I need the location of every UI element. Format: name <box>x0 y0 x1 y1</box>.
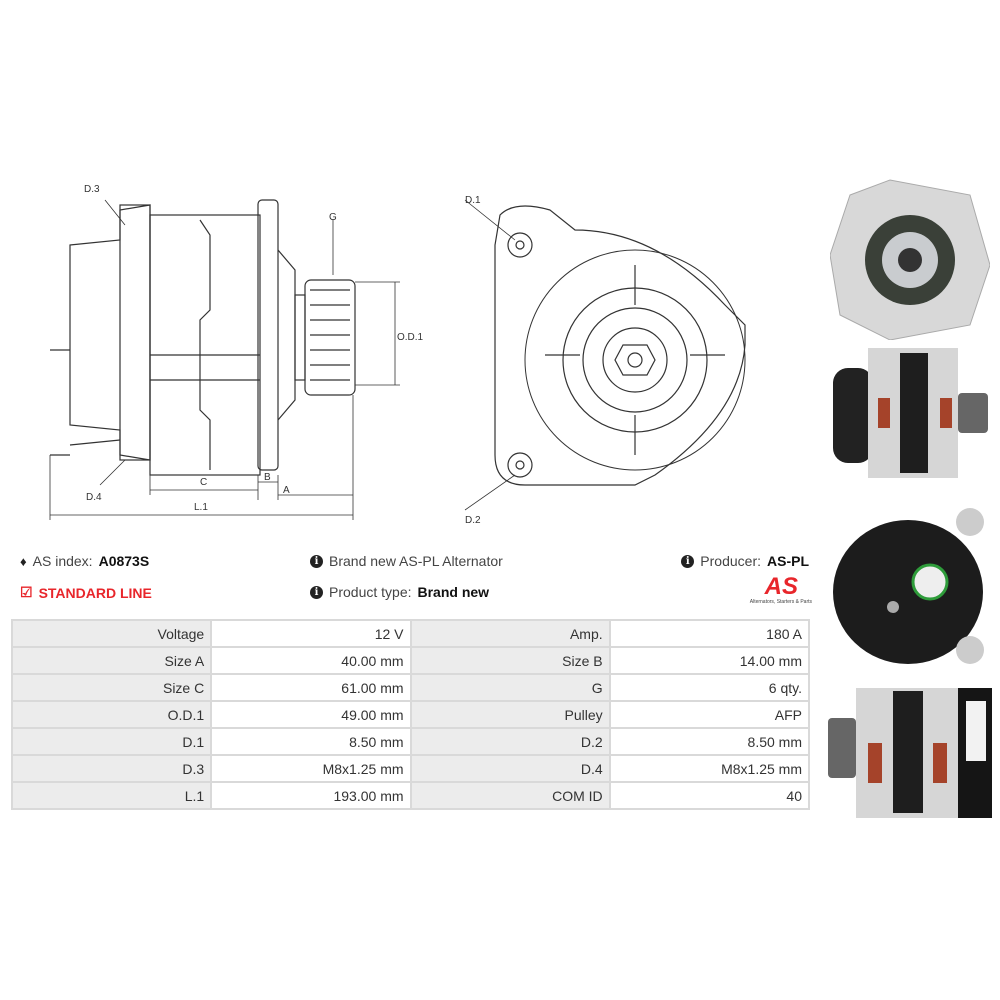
spec-label: COM ID <box>409 781 611 810</box>
label-d3: D.3 <box>84 184 100 195</box>
producer-label: Producer: <box>700 553 761 569</box>
spec-label: Size B <box>409 646 611 675</box>
front-view-drawing: D.1 D.2 <box>464 195 746 526</box>
spec-value: AFP <box>608 700 811 729</box>
label-d2: D.2 <box>465 515 481 526</box>
label-a: A <box>283 485 290 496</box>
info-icon: i <box>310 554 323 568</box>
housing-outline <box>494 205 746 486</box>
spec-value: 40.00 mm <box>210 646 412 675</box>
spec-label: Pulley <box>409 700 611 729</box>
label-od1: O.D.1 <box>397 332 424 343</box>
description: i Brand new AS-PL Alternator <box>310 553 503 569</box>
as-pl-logo: AS Alternators, Starters & Parts <box>722 575 812 605</box>
spec-value: 8.50 mm <box>608 727 811 756</box>
info-icon: i <box>681 554 695 568</box>
side-view-drawing: D.3 D.4 G O.D.1 C B A L.1 <box>49 184 424 520</box>
checkbox-icon: ☑ <box>20 584 33 600</box>
spec-label: D.3 <box>10 754 213 783</box>
as-index-label: AS index: <box>32 553 93 569</box>
product-line: ☑ STANDARD LINE <box>20 584 152 601</box>
product-type-label: Product type: <box>329 584 412 600</box>
product-photo-rear <box>830 500 995 670</box>
description-text: Brand new AS-PL Alternator <box>329 553 503 569</box>
spec-value: 193.00 mm <box>210 781 412 810</box>
spec-label: L.1 <box>10 781 213 810</box>
spec-value: M8x1.25 mm <box>608 754 811 783</box>
as-index-value: A0873S <box>98 553 150 569</box>
product-photo-side <box>828 343 992 481</box>
spec-label: G <box>409 673 611 702</box>
spec-value: 61.00 mm <box>210 673 412 702</box>
spec-label: Size C <box>10 673 213 702</box>
label-g: G <box>329 212 337 223</box>
spec-value: 6 qty. <box>608 673 811 702</box>
spec-value: 8.50 mm <box>210 727 412 756</box>
label-d4: D.4 <box>86 492 102 503</box>
label-d1: D.1 <box>465 195 481 206</box>
label-c: C <box>200 477 207 488</box>
spec-label: O.D.1 <box>10 700 213 729</box>
spec-label: D.1 <box>10 727 213 756</box>
spec-value: 14.00 mm <box>608 646 811 675</box>
product-type: i Product type: Brand new <box>310 584 489 600</box>
label-l1: L.1 <box>194 502 208 513</box>
spec-value: 49.00 mm <box>210 700 412 729</box>
spec-label: D.2 <box>409 727 611 756</box>
producer: i Producer: AS-PL <box>681 553 809 569</box>
label-b: B <box>264 472 271 483</box>
logo-mark: AS <box>764 575 812 599</box>
product-line-label: STANDARD LINE <box>38 584 152 601</box>
spec-label: Size A <box>10 646 213 675</box>
product-type-value: Brand new <box>417 584 490 600</box>
spec-value: 40 <box>608 781 811 810</box>
product-photo-pulley-side <box>828 683 992 823</box>
as-index: ♦ AS index: A0873S <box>20 553 149 569</box>
rear-cover <box>69 204 151 461</box>
spec-value: 180 A <box>608 619 811 648</box>
spec-value: 12 V <box>210 619 412 648</box>
info-icon: i <box>310 585 323 599</box>
logo-tagline: Alternators, Starters & Parts <box>749 599 812 605</box>
producer-value: AS-PL <box>767 553 809 569</box>
spec-label: D.4 <box>409 754 611 783</box>
tag-icon: ♦ <box>20 553 27 569</box>
spec-label: Amp. <box>409 619 611 648</box>
spec-label: Voltage <box>10 619 213 648</box>
spec-value: M8x1.25 mm <box>210 754 412 783</box>
product-photo-front <box>829 175 991 341</box>
